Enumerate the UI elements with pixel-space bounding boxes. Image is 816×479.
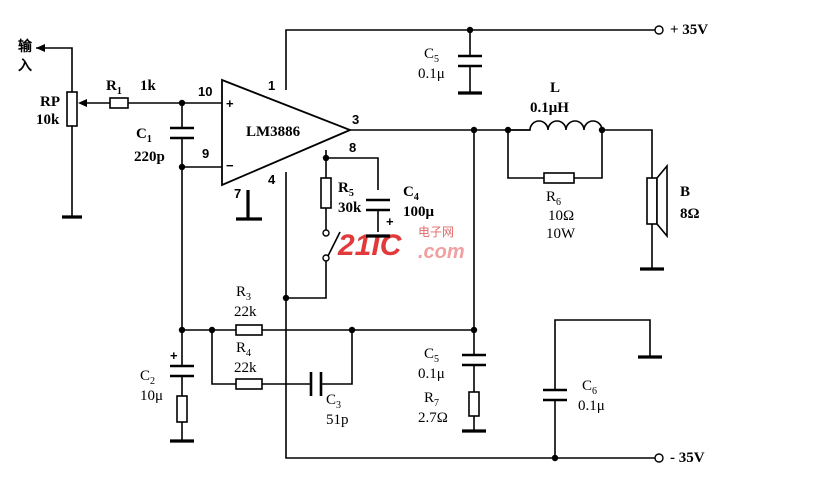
capacitor-c6-branch <box>543 319 662 462</box>
r5-label: R5 <box>338 180 354 199</box>
c2-plus: + <box>170 348 178 363</box>
r1-label: R1 <box>106 78 122 97</box>
input-label-1: 输 <box>18 38 33 55</box>
c6-value: 0.1μ <box>578 398 605 414</box>
c4-plus: + <box>386 214 394 229</box>
opamp-plus: + <box>226 96 234 111</box>
r7-value: 2.7Ω <box>418 410 448 426</box>
output-network <box>350 120 668 355</box>
c1-label: C1 <box>136 126 152 145</box>
pin-4: 4 <box>268 172 276 187</box>
capacitor-c1 <box>170 103 194 167</box>
c5-top-value: 0.1μ <box>418 66 445 82</box>
pin-3: 3 <box>352 112 359 127</box>
rp-value: 10k <box>36 112 60 128</box>
c4-value: 100μ <box>403 204 435 220</box>
watermark: 21IC 电子网 .com <box>337 225 465 263</box>
zobel-network <box>462 353 486 433</box>
c5-top-label: C5 <box>424 46 439 65</box>
r6-power: 10W <box>546 226 576 242</box>
vminus-label: - 35V <box>670 450 705 466</box>
watermark-cn: 电子网 <box>418 225 454 239</box>
r3-value: 22k <box>234 304 257 320</box>
feedback-network <box>178 324 478 396</box>
mute-network <box>282 150 390 302</box>
speaker-name: B <box>680 184 690 200</box>
vminus-terminal <box>654 453 664 463</box>
pin-7: 7 <box>234 186 241 201</box>
c6-label: C6 <box>582 378 597 397</box>
resistor-r1 <box>109 97 222 109</box>
inductor-name: L <box>550 80 560 96</box>
rp-name: RP <box>40 94 60 110</box>
c5-bot-value: 0.1μ <box>418 366 445 382</box>
c3-value: 51p <box>326 412 349 428</box>
c2-value: 10μ <box>140 388 163 404</box>
r6-label: R6 <box>546 189 561 208</box>
opamp-minus: − <box>226 158 234 173</box>
capacitor-c2-branch <box>170 330 194 443</box>
speaker-value: 8Ω <box>680 206 700 222</box>
vplus-label: + 35V <box>670 22 708 38</box>
potentiometer-rp <box>62 91 110 219</box>
r4-value: 22k <box>234 360 257 376</box>
r5-value: 30k <box>338 200 362 216</box>
r7-label: R7 <box>424 390 439 409</box>
pin-9: 9 <box>202 146 209 161</box>
pin-1: 1 <box>268 78 275 93</box>
c1-value: 220p <box>134 149 165 165</box>
input-arrow <box>36 44 73 92</box>
r6-value: 10Ω <box>548 208 574 224</box>
negative-rail <box>285 172 655 459</box>
opamp-lm3886 <box>221 78 353 221</box>
watermark-brand: 21IC <box>337 229 403 262</box>
r4-label: R4 <box>236 340 251 359</box>
c3-label: C3 <box>326 392 341 411</box>
watermark-com: .com <box>418 241 465 263</box>
opamp-name: LM3886 <box>246 124 301 140</box>
positive-rail <box>285 25 664 95</box>
input-label-2: 入 <box>18 58 32 74</box>
inductor-value: 0.1μH <box>530 100 569 116</box>
pin-8: 8 <box>349 140 356 155</box>
pin-10: 10 <box>198 84 212 99</box>
r3-label: R3 <box>236 284 251 303</box>
r1-value: 1k <box>140 78 157 94</box>
c4-label: C4 <box>403 184 419 203</box>
c2-label: C2 <box>140 368 155 387</box>
c5-bot-label: C5 <box>424 346 439 365</box>
